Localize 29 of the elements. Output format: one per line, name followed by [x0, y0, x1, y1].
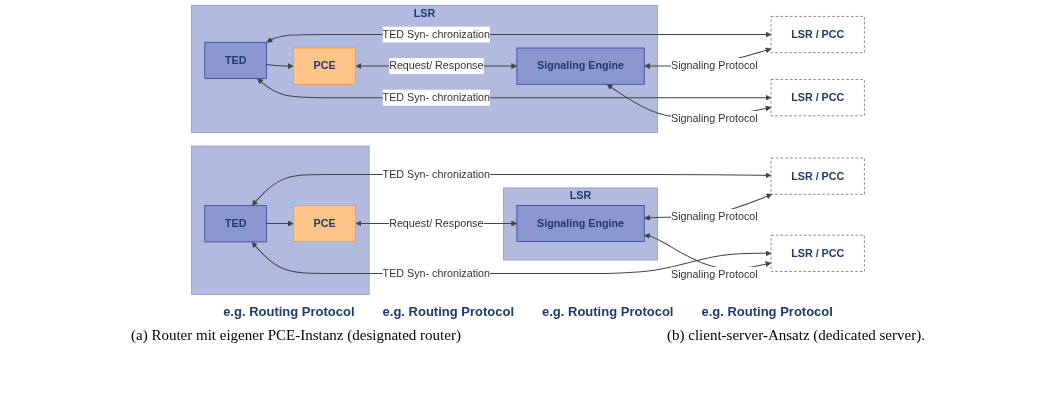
- protocol-note: e.g. Routing Protocol: [701, 304, 833, 319]
- node-box: Signaling Engine: [516, 47, 645, 85]
- edge-label: Signaling Protocol: [671, 211, 758, 223]
- node-box: PCE: [293, 47, 357, 85]
- edge-label: TED Syn- chronization: [382, 267, 491, 279]
- edge-label: TED Syn- chronization: [382, 91, 491, 104]
- edge-label: Request/ Response: [389, 217, 484, 229]
- node-box: LSR / PCC: [770, 16, 865, 54]
- node-box: LSR / PCC: [770, 157, 865, 195]
- edge-label: TED Syn- chronization: [382, 168, 491, 180]
- edge-label: Signaling Protocol: [671, 113, 758, 125]
- figure-caption: (a) Router mit eigener PCE-Instanz (designated router): [131, 327, 461, 344]
- edge-label: TED Syn- chronization: [382, 28, 491, 40]
- protocol-note: e.g. Routing Protocol: [382, 304, 514, 319]
- figure-caption: (b) client-server-Ansatz (dedicated server).: [667, 327, 925, 344]
- arrow: [266, 63, 294, 70]
- node-box: Signaling Engine: [516, 205, 645, 242]
- edge-label: Signaling Protocol: [671, 60, 758, 72]
- node-box: LSR / PCC: [770, 234, 865, 272]
- protocol-note: e.g. Routing Protocol: [223, 304, 355, 319]
- arrow: [266, 220, 294, 227]
- node-box: TED: [204, 205, 267, 243]
- node-box: TED: [204, 41, 267, 79]
- edge-label: Signaling Protocol: [671, 268, 758, 281]
- protocol-note: e.g. Routing Protocol: [542, 304, 674, 319]
- edge-label: Request/ Response: [389, 60, 484, 72]
- node-box: PCE: [293, 205, 357, 242]
- cluster: [191, 145, 370, 295]
- node-box: LSR / PCC: [770, 79, 865, 117]
